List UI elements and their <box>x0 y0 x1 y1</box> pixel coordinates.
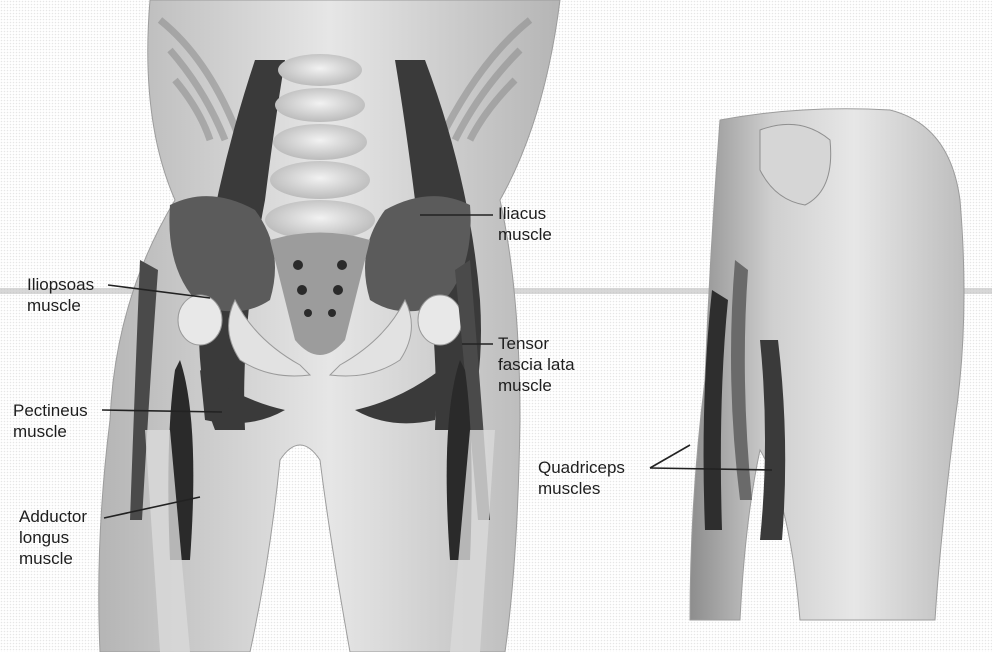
pectineus-label: Pectineus muscle <box>13 400 88 442</box>
pectineus-label-line-1: Pectineus <box>13 400 88 421</box>
adductor-label-line-2: longus <box>19 527 87 548</box>
adductor-label: Adductor longus muscle <box>19 506 87 569</box>
adductor-label-line-1: Adductor <box>19 506 87 527</box>
tensor-label-line-3: muscle <box>498 375 575 396</box>
quadriceps-label-line-2: muscles <box>538 478 625 499</box>
thigh-figure <box>690 109 964 620</box>
iliopsoas-label-line-2: muscle <box>27 295 94 316</box>
tensor-label-line-2: fascia lata <box>498 354 575 375</box>
quadriceps-label-line-1: Quadriceps <box>538 457 625 478</box>
iliopsoas-label-line-1: Iliopsoas <box>27 274 94 295</box>
quadriceps-label: Quadriceps muscles <box>538 457 625 499</box>
right-femoral-head <box>418 295 462 345</box>
iliacus-label-line-1: Iliacus <box>498 203 552 224</box>
tensor-label-line-1: Tensor <box>498 333 575 354</box>
iliacus-label-line-2: muscle <box>498 224 552 245</box>
adductor-label-line-3: muscle <box>19 548 87 569</box>
iliopsoas-label: Iliopsoas muscle <box>27 274 94 316</box>
left-femoral-head <box>178 295 222 345</box>
pectineus-label-line-2: muscle <box>13 421 88 442</box>
tensor-label: Tensor fascia lata muscle <box>498 333 575 396</box>
iliacus-label: Iliacus muscle <box>498 203 552 245</box>
